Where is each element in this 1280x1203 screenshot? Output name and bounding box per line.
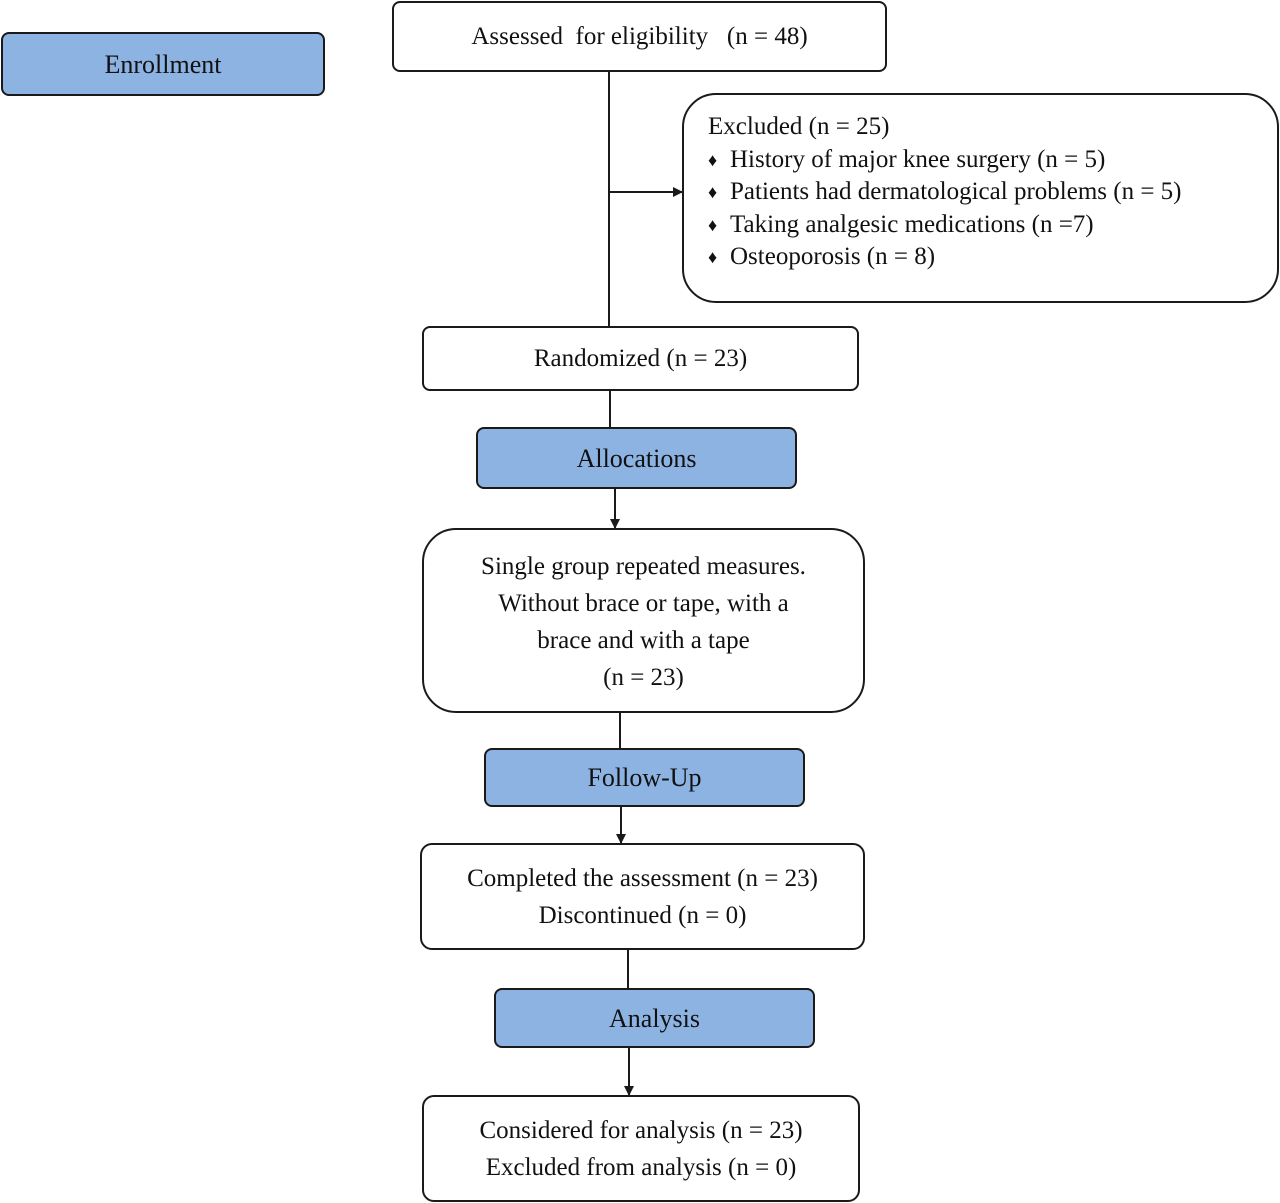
excluded-reason-text: Taking analgesic medications (n =7) bbox=[730, 210, 1094, 238]
allocation-group-line: (n = 23) bbox=[603, 663, 684, 691]
diamond-bullet-icon: ♦ bbox=[708, 149, 718, 170]
analysis-text: Analysis bbox=[609, 1003, 700, 1033]
follow-up-stage-label: Follow-Up bbox=[484, 748, 805, 807]
excluded-box: Excluded (n = 25) ♦ History of major knee… bbox=[682, 93, 1279, 303]
enrollment-stage-label: Enrollment bbox=[1, 32, 325, 96]
analysis-box: Considered for analysis (n = 23) Exclude… bbox=[422, 1095, 860, 1202]
allocation-group-line: brace and with a tape bbox=[537, 626, 750, 654]
diamond-bullet-icon: ♦ bbox=[708, 182, 718, 202]
randomized-box: Randomized (n = 23) bbox=[422, 326, 859, 391]
follow-up-box: Completed the assessment (n = 23) Discon… bbox=[420, 843, 865, 950]
excluded-reason: ♦ Taking analgesic medications (n =7) bbox=[708, 209, 1094, 242]
assessed-box: Assessed for eligibility (n = 48) bbox=[392, 1, 887, 72]
follow-up-line: Discontinued (n = 0) bbox=[538, 901, 747, 929]
follow-up-line: Completed the assessment (n = 23) bbox=[467, 864, 818, 892]
analysis-stage-label: Analysis bbox=[494, 988, 815, 1048]
allocation-group-line: Single group repeated measures. bbox=[481, 552, 806, 580]
randomized-text: Randomized (n = 23) bbox=[533, 345, 748, 372]
follow-up-text: Follow-Up bbox=[587, 763, 702, 792]
allocation-group-line: Without brace or tape, with a bbox=[498, 589, 789, 617]
excluded-reason: ♦ Patients had dermatological problems (n… bbox=[708, 176, 1182, 209]
excluded-reason: ♦ History of major knee surgery (n = 5) bbox=[708, 144, 1105, 177]
excluded-reason-text: Osteoporosis (n = 8) bbox=[730, 243, 936, 270]
excluded-heading: Excluded (n = 25) bbox=[708, 113, 890, 140]
allocations-stage-label: Allocations bbox=[476, 427, 797, 489]
diamond-bullet-icon: ♦ bbox=[708, 247, 718, 267]
allocation-group-box: Single group repeated measures. Without … bbox=[422, 528, 865, 713]
enrollment-text: Enrollment bbox=[104, 49, 222, 79]
excluded-reason: ♦ Osteoporosis (n = 8) bbox=[708, 241, 935, 274]
allocations-text: Allocations bbox=[576, 443, 697, 473]
analysis-line: Excluded from analysis (n = 0) bbox=[485, 1153, 797, 1181]
analysis-line: Considered for analysis (n = 23) bbox=[479, 1116, 803, 1144]
excluded-reason-text: Patients had dermatological problems (n … bbox=[730, 178, 1182, 205]
diamond-bullet-icon: ♦ bbox=[708, 214, 718, 235]
excluded-reason-text: History of major knee surgery (n = 5) bbox=[730, 145, 1106, 173]
assessed-text: Assessed for eligibility (n = 48) bbox=[471, 23, 808, 50]
